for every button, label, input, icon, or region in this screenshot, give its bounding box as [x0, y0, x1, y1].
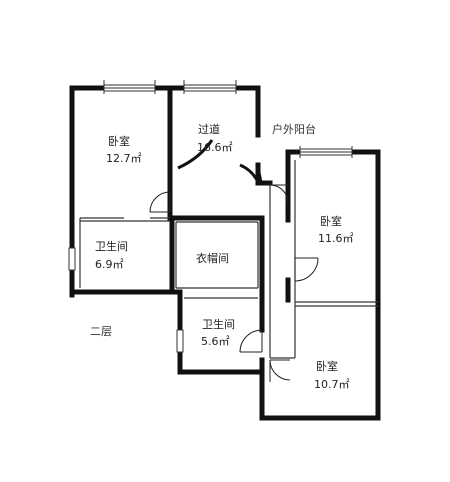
room-area-bathroom-w: 6.9㎡: [95, 258, 124, 271]
door-bedroom-e-top: [269, 184, 289, 204]
window-bathroom-c: [176, 329, 184, 353]
door-corridor: [177, 139, 214, 170]
labels: 卧室 12.7㎡ 过道 16.6㎡ 户外阳台 卧室 11.6㎡ 卫生间 6.9㎡…: [90, 122, 354, 391]
room-name-bedroom-se: 卧室: [316, 359, 338, 373]
room-name-bathroom-c: 卫生间: [202, 317, 235, 331]
room-area-bedroom-se: 10.7㎡: [314, 378, 350, 391]
window-bedroom-e: [299, 148, 353, 156]
door-balcony: [239, 163, 263, 186]
room-name-bedroom-nw: 卧室: [108, 134, 130, 148]
door-bedroom-se: [269, 359, 291, 382]
door-bedroom-nw: [149, 191, 171, 213]
room-name-bathroom-w: 卫生间: [95, 239, 128, 253]
outdoor-balcony-label: 户外阳台: [272, 122, 316, 136]
room-name-bedroom-e: 卧室: [320, 214, 342, 228]
door-bathroom-c: [239, 329, 263, 353]
walls: [69, 85, 381, 421]
window-markers: [103, 80, 353, 158]
window-corridor: [183, 84, 237, 92]
window-bedroom-nw: [103, 84, 156, 92]
room-area-bathroom-c: 5.6㎡: [201, 335, 230, 348]
door-bedroom-e: [294, 257, 319, 282]
window-bathroom-w: [68, 247, 76, 271]
room-area-corridor: 16.6㎡: [197, 141, 233, 154]
doors: [124, 139, 319, 382]
room-name-corridor: 过道: [198, 122, 220, 136]
room-area-bedroom-e: 11.6㎡: [318, 232, 354, 245]
room-name-closet: 衣帽间: [196, 251, 229, 265]
room-area-bedroom-nw: 12.7㎡: [106, 152, 142, 165]
floor-label: 二层: [90, 325, 112, 338]
